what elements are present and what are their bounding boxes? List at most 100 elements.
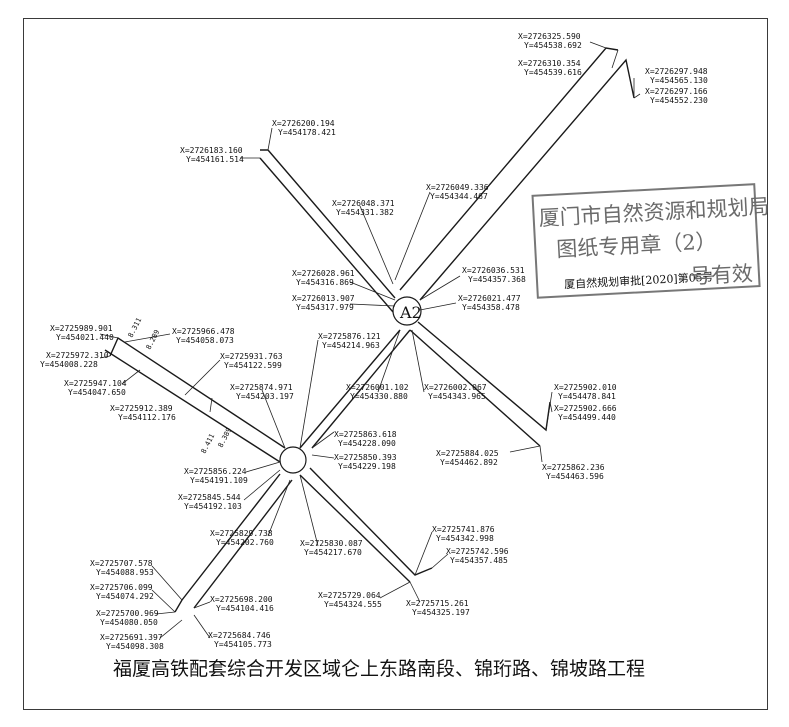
leader-line — [184, 359, 221, 396]
junction-lower-circle — [279, 446, 307, 474]
stamp-line-1: 厦门市自然资源和规划局 — [538, 194, 770, 230]
road-sw-connector-south — [311, 329, 411, 449]
leader-line — [311, 454, 335, 459]
leader-line — [267, 479, 291, 537]
leader-line — [261, 389, 286, 449]
stamp-line-2: 图纸专用章（2） — [556, 229, 717, 261]
leader-line — [419, 275, 461, 301]
leader-line — [124, 333, 171, 343]
leader-line — [431, 553, 449, 569]
leader-line — [311, 431, 335, 449]
leader-line — [539, 445, 543, 463]
road-outlines — [104, 47, 635, 613]
leader-line — [394, 191, 431, 281]
stamp-border — [531, 183, 761, 299]
leader-line — [377, 329, 401, 393]
road-south-se-edge-b — [299, 474, 411, 583]
dimension-width-label: 8.311 — [127, 316, 144, 338]
junction-a2-circle — [392, 296, 422, 326]
leader-line — [419, 302, 457, 311]
road-se-edge-north — [417, 321, 551, 432]
leader-line — [359, 205, 394, 285]
road-south-se-edge-a — [309, 467, 433, 576]
leader-line — [121, 369, 141, 385]
road-nw-edge-south — [259, 157, 394, 313]
leader-line — [509, 445, 541, 453]
leader-line — [611, 49, 619, 69]
leader-line — [409, 581, 421, 603]
leader-line — [209, 397, 213, 413]
leader-lines — [99, 41, 641, 639]
leader-line — [414, 531, 433, 576]
road-se-edge-south — [409, 329, 541, 447]
leader-line — [589, 41, 607, 49]
leader-line — [99, 355, 111, 359]
official-stamp: 厦门市自然资源和规划局 图纸专用章（2） 厦自然规划审批[2020]第05号 号… — [531, 183, 770, 299]
dimension-width-label: 8.289 — [145, 328, 162, 350]
leader-line — [243, 469, 281, 501]
dimension-width-label: 8.411 — [200, 432, 217, 454]
road-west-edge-south — [104, 349, 281, 463]
road-ne-edge-south — [419, 58, 635, 301]
leader-line — [267, 127, 273, 151]
leader-line — [411, 329, 425, 393]
leader-line — [193, 601, 211, 609]
road-sw-connector-north — [299, 329, 401, 449]
leader-line — [545, 391, 553, 431]
leader-line — [99, 333, 119, 339]
leader-line — [155, 611, 176, 615]
drawing-frame — [23, 18, 768, 710]
leader-line — [349, 281, 396, 301]
drawing-caption: 福厦高铁配套综合开发区域仑上东路南段、锦珩路、锦坡路工程 — [113, 658, 645, 680]
road-south-sw-edge-b — [193, 479, 293, 609]
leader-line — [549, 401, 553, 413]
stamp-line-3: 号有效 — [689, 261, 753, 288]
junction-label-a2: A2 — [399, 303, 422, 322]
leader-line — [151, 589, 176, 613]
leader-line — [349, 303, 396, 307]
leader-line — [299, 339, 319, 449]
